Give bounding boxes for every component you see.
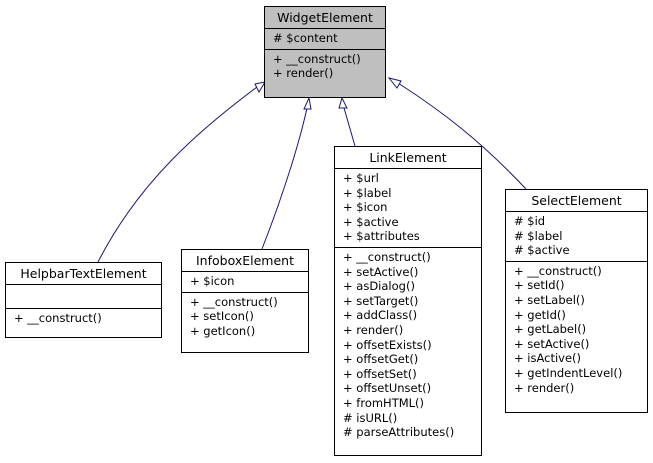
- method: + render(): [273, 66, 334, 81]
- attribute: + $label: [343, 185, 392, 200]
- class-link-element: LinkElement + $url + $label + $icon + $a…: [334, 146, 482, 456]
- method: + setLabel(): [514, 292, 585, 307]
- method: + getIndentLevel(): [514, 365, 623, 380]
- method-section: + __construct() + setIcon() + getIcon(): [182, 291, 308, 342]
- method: + offsetExists(): [343, 337, 432, 352]
- attribute-section: # $content: [265, 28, 385, 49]
- method-section: + __construct() + setActive() + asDialog…: [335, 246, 481, 443]
- method: + render(): [514, 380, 575, 395]
- method: + fromHTML(): [343, 395, 425, 410]
- attribute: + $url: [343, 171, 379, 185]
- attribute: # $label: [514, 228, 563, 243]
- edge-helpbar-to-widget: [97, 86, 258, 263]
- method: + setTarget(): [343, 293, 419, 308]
- method-section: + __construct(): [6, 308, 161, 329]
- method: + __construct(): [343, 249, 431, 264]
- method: + render(): [343, 322, 404, 337]
- method-section: + __construct() + render(): [265, 48, 385, 84]
- attribute-section: [6, 284, 161, 308]
- class-name: InfoboxElement: [195, 253, 294, 268]
- method: + setId(): [514, 278, 565, 293]
- edge-link-to-widget: [343, 107, 356, 147]
- arrowhead-select: [387, 77, 402, 89]
- class-widget-element: WidgetElement # $content + __construct()…: [264, 6, 386, 98]
- attribute: + $icon: [190, 274, 235, 288]
- attribute-section: + $icon: [182, 271, 308, 292]
- method: + setActive(): [343, 264, 419, 279]
- arrowhead-link: [338, 96, 348, 109]
- method: + offsetGet(): [343, 352, 419, 367]
- method: + addClass(): [343, 308, 418, 323]
- method: + setActive(): [514, 336, 590, 351]
- attribute: # $active: [514, 243, 570, 258]
- attribute: + $active: [343, 214, 399, 229]
- edge-select-to-widget: [397, 82, 527, 190]
- attribute: + $icon: [343, 200, 388, 215]
- class-name: LinkElement: [369, 150, 447, 165]
- method: + getId(): [514, 307, 566, 322]
- class-helpbar-text-element: HelpbarTextElement + __construct(): [5, 262, 162, 338]
- method: + getIcon(): [190, 323, 256, 338]
- method: + setIcon(): [190, 309, 254, 324]
- method: # isURL(): [343, 410, 398, 425]
- method: + isActive(): [514, 351, 582, 366]
- attribute: + $attributes: [343, 229, 420, 244]
- method: + __construct(): [14, 311, 102, 325]
- attribute: # $id: [514, 214, 546, 228]
- arrowhead-helpbar: [254, 81, 267, 94]
- attribute-section: # $id # $label # $active: [506, 211, 647, 261]
- method-section: + __construct() + setId() + setLabel() +…: [506, 260, 647, 398]
- class-select-element: SelectElement # $id # $label # $active +…: [505, 189, 648, 413]
- method: + offsetSet(): [343, 366, 417, 381]
- class-name: SelectElement: [531, 193, 622, 208]
- method: + offsetUnset(): [343, 381, 432, 396]
- arrowhead-infobox: [303, 96, 312, 110]
- method: + asDialog(): [343, 279, 415, 294]
- class-name: HelpbarTextElement: [20, 266, 147, 281]
- method: + __construct(): [190, 294, 278, 309]
- method: + __construct(): [514, 263, 602, 278]
- class-name: WidgetElement: [277, 10, 373, 25]
- class-infobox-element: InfoboxElement + $icon + __construct() +…: [181, 249, 309, 353]
- edge-infobox-to-widget: [261, 107, 308, 250]
- method: # parseAttributes(): [343, 425, 455, 440]
- method: + getLabel(): [514, 322, 587, 337]
- attribute: # $content: [273, 31, 338, 45]
- attribute-section: + $url + $label + $icon + $active + $att…: [335, 168, 481, 247]
- method: + __construct(): [273, 51, 361, 66]
